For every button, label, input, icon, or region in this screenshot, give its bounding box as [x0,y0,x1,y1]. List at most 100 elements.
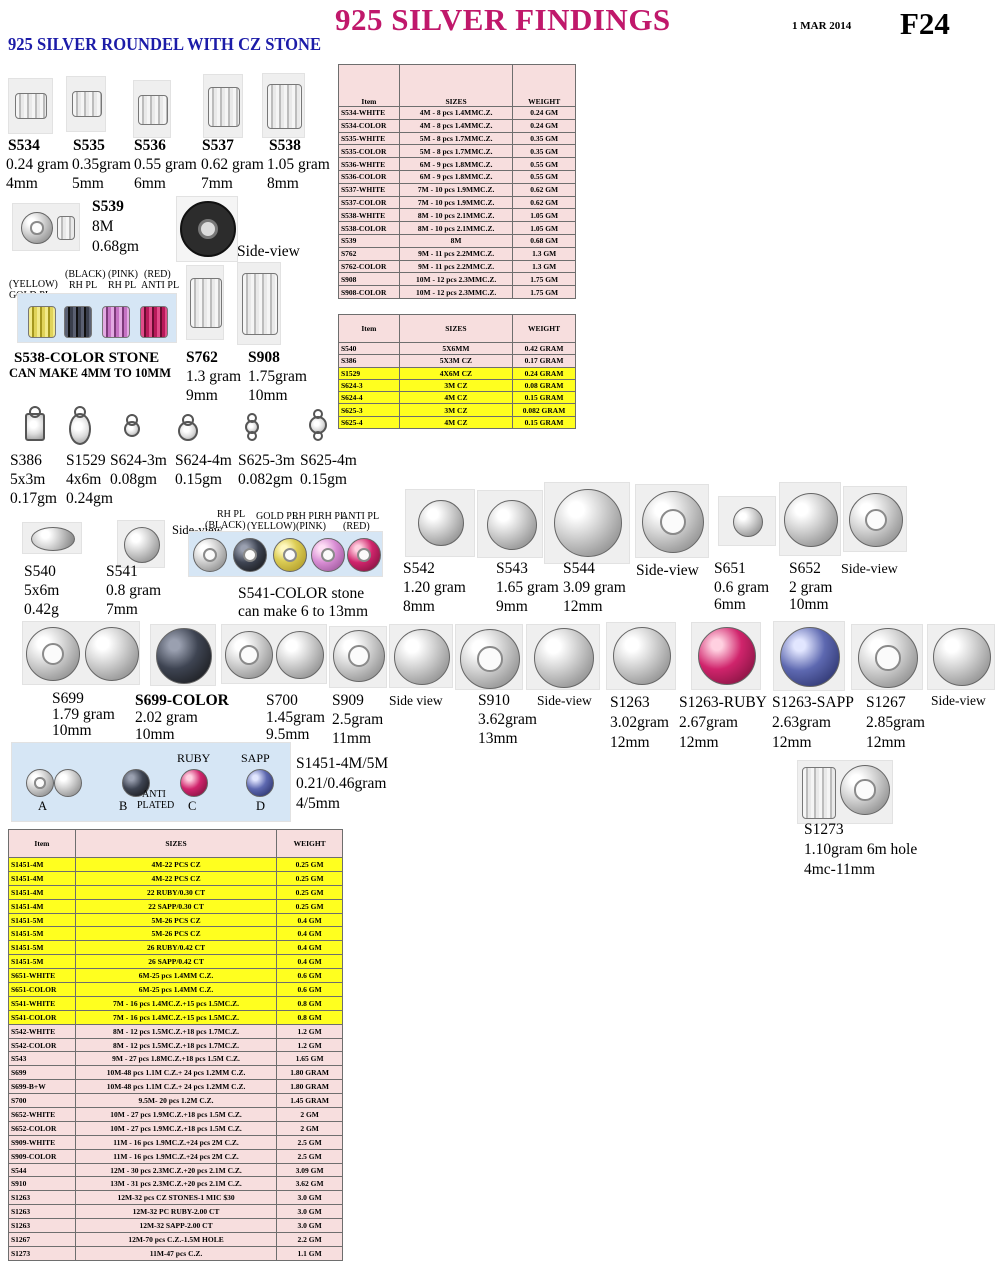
cell-sizes: 10M - 27 pcs 1.9MC.Z.+18 pcs 1.5M C.Z. [74,1120,278,1136]
page-code: F24 [900,6,950,41]
s762-code: S762 [186,349,218,366]
cell-sizes: 8M [398,233,514,248]
catalog-date: 1 MAR 2014 [792,20,852,32]
s539-weight: 0.68gm [92,238,139,255]
cell-weight: 0.25 GM [276,884,343,900]
cell-item: S536-COLOR [338,169,400,184]
s908-size: 10mm [248,387,288,404]
s542-photo [405,489,475,557]
cell-item: S1263 [8,1218,76,1234]
s539-photo [12,203,80,251]
cell-weight: 1.05 GM [512,208,576,223]
s386-photo [18,401,52,445]
plating-label: RH PL [292,511,321,522]
cell-weight: 0.35 GM [512,144,576,159]
plating-label: (YELLOW) [247,521,296,532]
cell-item: S538-WHITE [338,208,400,223]
cell-sizes: 26 RUBY/0.42 CT [74,940,278,956]
cell-weight: 1.75 GM [512,285,576,299]
cell-weight: 0.24 GM [512,118,576,133]
cell-sizes: 9M - 27 pcs 1.8MC.Z.+18 pcs 1.5M C.Z. [74,1051,278,1067]
s535-weight: 0.35gram [72,156,131,173]
variant-tag-ruby: RUBY [177,751,211,765]
cell-item: S652-WHITE [8,1107,76,1122]
s624-3-weight: 0.08gm [110,471,157,488]
cell-weight: 0.55 GM [512,157,576,171]
s699-weight: 1.79 gram [52,706,115,723]
cell-item: S542-COLOR [8,1037,76,1053]
cell-weight: 1.45 GRAM [276,1093,343,1109]
plating-label: ANTI PL [341,511,380,522]
cell-item: S1451-4M [8,857,76,872]
plating-label: RH PL [217,509,246,520]
s909-side-view-photo [389,624,453,688]
cell-item: S541-WHITE [8,995,76,1011]
s541-size: 7mm [106,601,138,618]
s538-weight: 1.05 gram [267,156,330,173]
s542-weight: 1.20 gram [403,579,466,596]
cell-sizes: 22 RUBY/0.30 CT [74,884,278,900]
cell-weight: 1.80 GRAM [276,1065,343,1081]
cell-item: S539 [338,233,400,248]
cell-sizes: 6M-25 pcs 1.4MM C.Z. [74,982,278,997]
s624-3-code: S624-3m [110,452,167,469]
s543-size: 9mm [496,598,528,615]
cell-weight: 0.24 GM [512,106,576,120]
cell-item: S537-WHITE [338,182,400,197]
cell-weight: 3.0 GM [276,1218,343,1234]
cell-sizes: 9M - 11 pcs 2.2MMC.Z. [398,259,514,274]
s1273-photo [797,760,893,824]
cell-item: S762 [338,246,400,261]
cell-item: S1451-5M [8,940,76,956]
cell-sizes: 4M-22 PCS CZ [74,857,278,872]
s700-code: S700 [266,692,298,709]
s1267-code: S1267 [866,694,906,711]
s541-color-photo [188,531,383,577]
cell-sizes: 11M - 16 pcs 1.9MC.Z.+24 pcs 2M C.Z. [74,1134,278,1150]
cell-item: S1273 [8,1245,76,1261]
s541-color-note: can make 6 to 13mm [238,603,368,620]
cell-sizes: 5M-26 PCS CZ [74,912,278,928]
plating-label: RH PL [108,280,137,291]
cell-item: S534-COLOR [338,118,400,133]
cell-weight: 0.4 GM [276,940,343,956]
s700-weight: 1.45gram [266,709,325,726]
cell-weight: 0.42 GRAM [512,341,576,356]
s699-color-size: 10mm [135,726,175,743]
s539-size: 8M [92,218,114,235]
s652-side-view-photo [843,486,907,552]
cell-weight: 3.09 GM [276,1162,343,1178]
s624-3-photo [116,407,146,443]
cell-item: S536-WHITE [338,157,400,171]
s909-code: S909 [332,692,364,709]
cell-sizes: 11M - 16 pcs 1.9MC.Z.+24 pcs 2M C.Z. [74,1148,278,1164]
cell-sizes: 12M - 30 pcs 2.3MC.Z.+20 pcs 2.1M C.Z. [74,1162,278,1178]
plating-label: RH PL [69,280,98,291]
s539-code: S539 [92,198,124,215]
cell-weight: 1.2 GM [276,1037,343,1053]
cell-sizes: 10M - 27 pcs 1.9MC.Z.+18 pcs 1.5M C.Z. [74,1107,278,1122]
s910-code: S910 [478,692,510,709]
plating-label: (PINK) [108,269,138,280]
s908-weight: 1.75gram [248,368,307,385]
cell-sizes: 4M - 8 pcs 1.4MMC.Z. [398,118,514,133]
s534-code: S534 [8,137,40,154]
side-view-label: Side-view [931,693,986,708]
